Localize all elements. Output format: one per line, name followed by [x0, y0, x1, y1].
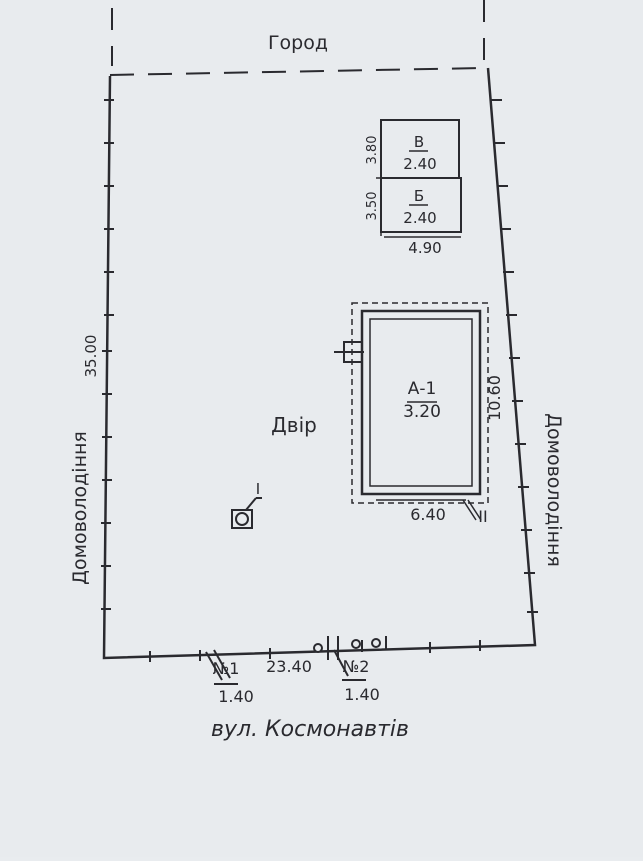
outbuilding-width-label: 4.90 [408, 239, 441, 257]
gate-2 [313, 636, 387, 681]
garden-label: Город [268, 32, 328, 54]
bottom-boundary-ticks [149, 640, 481, 662]
neighbor-right-label: Домоволодіння [543, 413, 565, 567]
house-height: 3.20 [403, 402, 441, 422]
gate-1-width: 1.40 [218, 687, 254, 706]
right-boundary-ticks [491, 99, 538, 613]
house-fence-leader [462, 499, 482, 521]
plot-frontage-label: 23.40 [266, 657, 312, 676]
house-code: А-1 [408, 379, 437, 399]
gate-2-width: 1.40 [344, 685, 380, 704]
shed-v-code: В [414, 133, 424, 151]
house-width-label: 6.40 [410, 505, 446, 524]
house-fence-mark: II [478, 507, 487, 526]
well-icon [231, 497, 262, 529]
shed-b-depth: 3.50 [365, 192, 380, 221]
street-label: вул. Космонавтів [211, 717, 409, 742]
neighbor-left-label: Домоволодіння [69, 431, 91, 585]
gate-2-number: №2 [343, 657, 370, 676]
left-boundary-ticks [101, 99, 114, 610]
shed-b-code: Б [414, 187, 424, 205]
garden-boundary-top [109, 67, 485, 76]
shed-v-height: 2.40 [403, 155, 436, 173]
well-mark: I [256, 480, 260, 498]
house-depth-label: 10.60 [485, 375, 504, 421]
house [351, 302, 489, 504]
shed-v-depth: 3.80 [365, 136, 380, 165]
yard-label: Двір [271, 413, 317, 437]
gate-1-number: №1 [213, 659, 240, 678]
shed-b-height: 2.40 [403, 209, 436, 227]
house-entrance [334, 341, 364, 363]
gate-1 [205, 649, 238, 685]
plot-depth-label: 35.00 [82, 335, 100, 378]
